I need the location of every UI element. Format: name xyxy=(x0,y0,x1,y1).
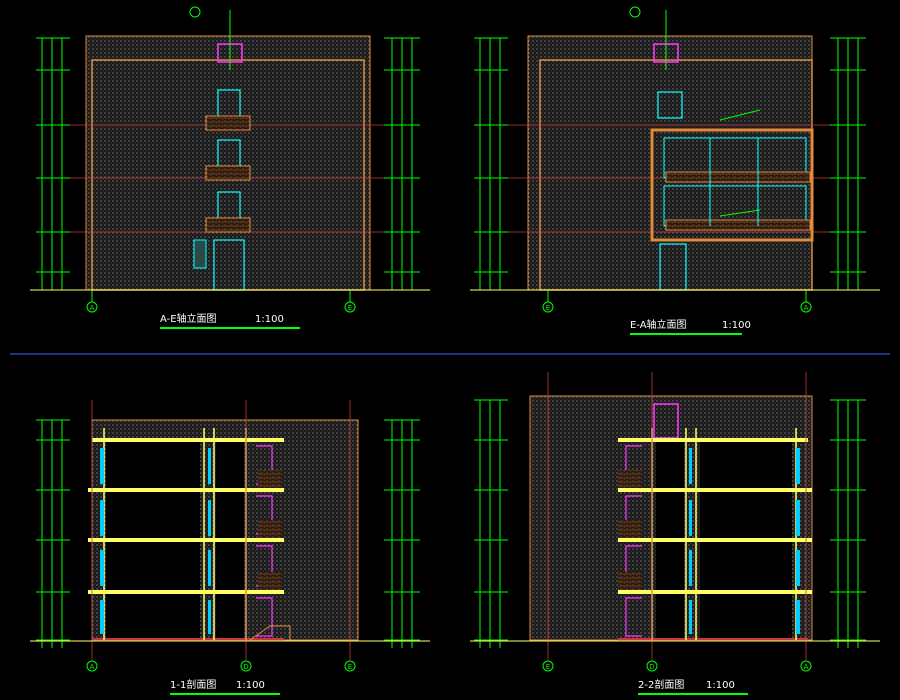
axis-label-3: E xyxy=(348,663,352,671)
right-dimension-chain xyxy=(830,37,866,291)
drawing-title: E-A轴立面图 xyxy=(630,318,687,331)
axis-lines xyxy=(547,372,807,660)
axis-bubble-1 xyxy=(86,660,98,672)
cut-slabs xyxy=(88,438,284,641)
axis-bubble-left xyxy=(542,301,554,313)
drawing-title: 1-1剖面图 xyxy=(170,678,216,691)
axis-label-right: A xyxy=(804,304,809,312)
axis-label-left: A xyxy=(90,304,95,312)
axis-label-2: D xyxy=(649,663,654,671)
drawing-scale: 1:100 xyxy=(722,320,751,331)
axis-bubble-2 xyxy=(240,660,252,672)
window-glazing xyxy=(689,448,800,634)
drawing-scale: 1:100 xyxy=(255,314,284,325)
axis-lines xyxy=(91,400,351,660)
curtain-wall-frame xyxy=(650,109,814,242)
callout-marker xyxy=(629,6,641,18)
drawing-scale: 1:100 xyxy=(236,680,265,691)
window-column xyxy=(193,89,251,291)
axis-label-left: E xyxy=(546,304,550,312)
right-dimension-chain xyxy=(830,399,866,648)
axis-label-right: E xyxy=(348,304,352,312)
axis-label-1: E xyxy=(546,663,550,671)
left-dimension-chain xyxy=(474,37,508,291)
balcony-brick xyxy=(618,470,642,590)
left-dimension-chain xyxy=(36,419,70,648)
right-dimension-chain xyxy=(384,37,420,291)
axis-bubble-2 xyxy=(646,660,658,672)
axis-bubble-right xyxy=(800,301,812,313)
axis-label-1: A xyxy=(90,663,95,671)
small-window xyxy=(657,91,683,119)
interior-rooms xyxy=(656,442,792,638)
axis-label-2: D xyxy=(243,663,248,671)
section-1-1: A D E 1-1剖面图 1:100 xyxy=(30,400,430,695)
axis-bubble-right xyxy=(344,301,356,313)
drawing-scale: 1:100 xyxy=(706,680,735,691)
window-glazing xyxy=(100,448,211,634)
right-dimension-chain xyxy=(384,419,420,648)
callout-marker xyxy=(189,6,201,18)
elevation-a-e: A E A-E轴立面图 1:100 xyxy=(30,6,430,329)
interior-rooms xyxy=(106,442,244,638)
axis-bubble-left xyxy=(86,301,98,313)
left-dimension-chain xyxy=(36,37,70,291)
section-2-2: E D A 2-2剖面图 1:100 xyxy=(470,372,880,695)
cut-slabs xyxy=(618,438,812,641)
balcony-brick xyxy=(258,470,282,590)
axis-bubble-3 xyxy=(344,660,356,672)
axis-bubble-3 xyxy=(800,660,812,672)
drawing-title: 2-2剖面图 xyxy=(638,678,684,691)
axis-bubble-1 xyxy=(542,660,554,672)
entrance-steps xyxy=(249,625,291,641)
elevation-e-a: E A E-A轴立面图 1:100 xyxy=(470,6,880,335)
drawing-title: A-E轴立面图 xyxy=(160,312,217,325)
axis-label-3: A xyxy=(804,663,809,671)
left-dimension-chain xyxy=(474,399,508,648)
